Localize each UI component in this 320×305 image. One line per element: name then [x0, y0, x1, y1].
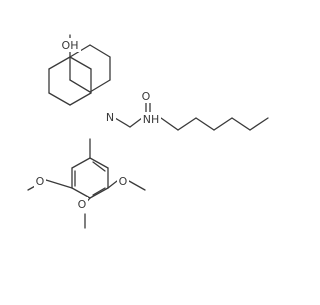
bond-line [177, 117, 197, 131]
methoxy-oxygen-bottom-label-group: O [76, 197, 88, 211]
bond-line [92, 187, 106, 196]
bond-layer [27, 34, 269, 229]
bond-line [69, 79, 91, 93]
methoxy-oxygen-right-label: O [119, 175, 128, 188]
ring-nitrogen-label: N [106, 111, 114, 124]
atom-label-layer: OH N O NH O O [34, 38, 161, 211]
bond-line [45, 179, 73, 189]
bond-line [195, 117, 215, 131]
methoxy-oxygen-left-label-group: O [34, 174, 46, 188]
amide-nh-label-group: NH [141, 112, 161, 126]
molecule-drawing: OH N O NH O O [27, 34, 269, 229]
bond-line [249, 117, 269, 131]
bond-line [92, 161, 106, 172]
bond-line [213, 117, 233, 131]
bond-line [231, 117, 251, 131]
bond-line [48, 56, 71, 70]
bond-line [71, 157, 91, 169]
bond-line [107, 180, 118, 189]
methoxy-oxygen-bottom-label: O [78, 198, 87, 211]
structure-canvas: OH N O NH O O [27, 34, 269, 229]
bond-line [89, 157, 109, 169]
ring-nitrogen-label-group: N [104, 110, 116, 124]
carbonyl-oxygen-label: O [142, 90, 151, 103]
bond-line [69, 56, 92, 70]
bond-line [48, 92, 71, 106]
methoxy-oxygen-left-label: O [36, 175, 45, 188]
bond-line [89, 187, 109, 199]
bond-line [71, 187, 91, 199]
bond-line [69, 92, 92, 106]
methoxy-oxygen-right-label-group: O [117, 174, 129, 188]
hydroxyl-label-group: OH [59, 38, 81, 52]
bond-line [89, 79, 111, 93]
bond-line [89, 44, 111, 58]
amide-nh-label: NH [143, 113, 160, 126]
carbonyl-oxygen-label-group: O [140, 89, 152, 103]
bond-line [160, 117, 179, 131]
bond-line [128, 180, 146, 191]
hydroxyl-label: OH [62, 39, 79, 52]
